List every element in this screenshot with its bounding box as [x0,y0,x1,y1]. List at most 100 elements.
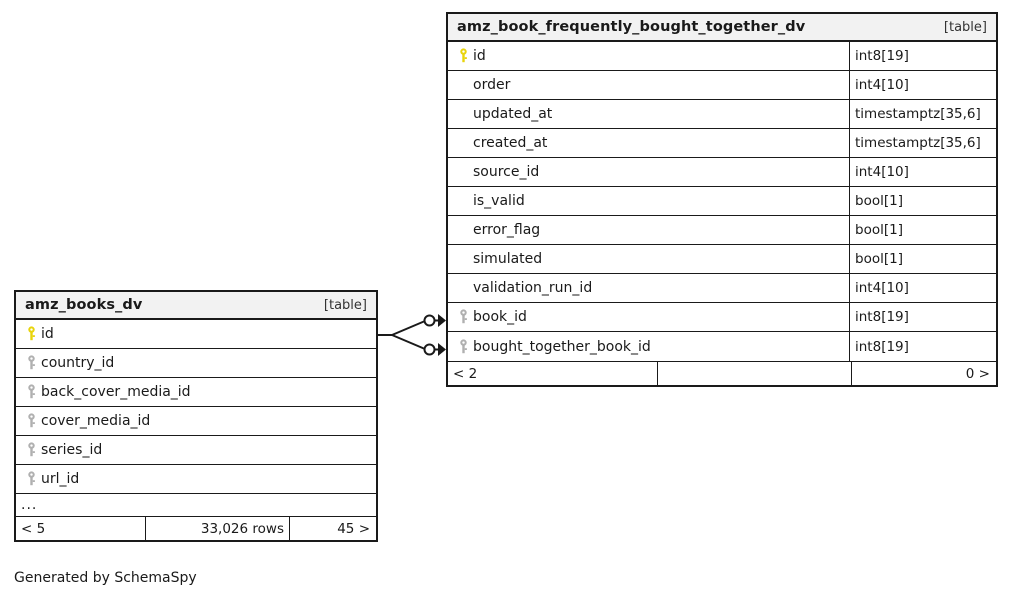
key-spacer [454,245,473,273]
table-row[interactable]: country_id [16,349,376,378]
column-type: bool[1] [849,216,996,244]
column-label: id [473,48,486,64]
table-row[interactable]: order int4[10] [448,71,996,100]
column-label: url_id [41,471,80,487]
column-type: timestamptz[35,6] [849,129,996,157]
column-name-cell: ... [16,494,376,516]
column-name-cell: id [448,42,849,70]
column-label: error_flag [473,222,541,238]
column-name-cell: order [448,71,849,99]
table-row[interactable]: error_flag bool[1] [448,216,996,245]
table-title: amz_books_dv [25,297,143,313]
column-list-amz-book-frequently-bought-together-dv: id int8[19] order int4[10] updated_at ti… [448,42,996,361]
column-type: timestamptz[35,6] [849,100,996,128]
column-name-cell: source_id [448,158,849,186]
foreign-key-icon [22,378,41,406]
primary-key-icon [454,42,473,70]
column-name-cell: back_cover_media_id [16,378,376,406]
column-name-cell: series_id [16,436,376,464]
table-type-tag: [table] [943,19,987,35]
table-row[interactable]: cover_media_id [16,407,376,436]
foreign-key-icon [454,332,473,361]
key-spacer [454,129,473,157]
column-label: back_cover_media_id [41,384,191,400]
key-spacer [454,158,473,186]
column-label: cover_media_id [41,413,151,429]
table-row[interactable]: validation_run_id int4[10] [448,274,996,303]
table-title: amz_book_frequently_bought_together_dv [457,19,806,35]
column-name-cell: updated_at [448,100,849,128]
column-type: bool[1] [849,187,996,215]
foreign-key-icon [22,436,41,464]
table-row[interactable]: back_cover_media_id [16,378,376,407]
table-row[interactable]: created_at timestamptz[35,6] [448,129,996,158]
table-header-amz-books-dv: amz_books_dv [table] [16,292,376,320]
column-label: order [473,77,511,93]
arrowhead-book-id [438,314,446,327]
footer-row-count [657,362,851,385]
column-type: int8[19] [849,332,996,361]
relationship-line-book-id [391,320,426,336]
column-list-amz-books-dv: id country_id [16,320,376,516]
table-row[interactable]: book_id int8[19] [448,303,996,332]
column-name-cell: url_id [16,465,376,493]
column-type: bool[1] [849,245,996,273]
key-spacer [454,71,473,99]
column-label: simulated [473,251,543,267]
column-label: is_valid [473,193,525,209]
table-row[interactable]: source_id int4[10] [448,158,996,187]
more-columns-row[interactable]: ... [16,494,376,516]
foreign-key-icon [22,465,41,493]
column-label: source_id [473,164,540,180]
column-type: int4[10] [849,71,996,99]
foreign-key-icon [454,303,473,331]
column-name-cell: id [16,320,376,348]
column-label: updated_at [473,106,553,122]
table-footer-amz-book-frequently-bought-together-dv: < 2 0 > [448,361,996,385]
relationship-line-bought-together-book-id [391,334,426,350]
footer-child-count[interactable]: 45 > [289,517,376,540]
ellipsis-label: ... [21,497,38,513]
column-name-cell: simulated [448,245,849,273]
primary-key-icon [22,320,41,348]
column-label: bought_together_book_id [473,338,651,355]
footer-parent-count[interactable]: < 2 [453,365,478,382]
column-type: int8[19] [849,42,996,70]
key-spacer [454,100,473,128]
arrowhead-bought-together-book-id [438,343,446,356]
column-name-cell: is_valid [448,187,849,215]
footer-parent-count[interactable]: < 5 [21,520,46,537]
column-name-cell: book_id [448,303,849,331]
column-name-cell: error_flag [448,216,849,244]
table-amz-book-frequently-bought-together-dv[interactable]: amz_book_frequently_bought_together_dv [… [446,12,998,387]
table-row[interactable]: simulated bool[1] [448,245,996,274]
generated-by-label: Generated by SchemaSpy [14,570,197,586]
optional-marker-bought-together-book-id [423,343,436,356]
table-row[interactable]: updated_at timestamptz[35,6] [448,100,996,129]
table-row[interactable]: bought_together_book_id int8[19] [448,332,996,361]
footer-child-count[interactable]: 0 > [851,362,996,385]
column-label: series_id [41,442,103,458]
table-row[interactable]: series_id [16,436,376,465]
table-row[interactable]: id [16,320,376,349]
column-type: int4[10] [849,274,996,302]
key-spacer [454,187,473,215]
column-type: int8[19] [849,303,996,331]
column-name-cell: country_id [16,349,376,377]
foreign-key-icon [22,349,41,377]
table-header-amz-book-frequently-bought-together-dv: amz_book_frequently_bought_together_dv [… [448,14,996,42]
column-type: int4[10] [849,158,996,186]
table-type-tag: [table] [323,297,367,313]
column-name-cell: created_at [448,129,849,157]
column-name-cell: validation_run_id [448,274,849,302]
column-label: id [41,326,54,342]
column-label: created_at [473,135,548,151]
optional-marker-book-id [423,314,436,327]
table-row[interactable]: id int8[19] [448,42,996,71]
table-footer-amz-books-dv: < 5 33,026 rows 45 > [16,516,376,540]
footer-row-count: 33,026 rows [145,517,289,540]
column-label: country_id [41,355,115,371]
table-row[interactable]: is_valid bool[1] [448,187,996,216]
table-amz-books-dv[interactable]: amz_books_dv [table] id [14,290,378,542]
table-row[interactable]: url_id [16,465,376,494]
